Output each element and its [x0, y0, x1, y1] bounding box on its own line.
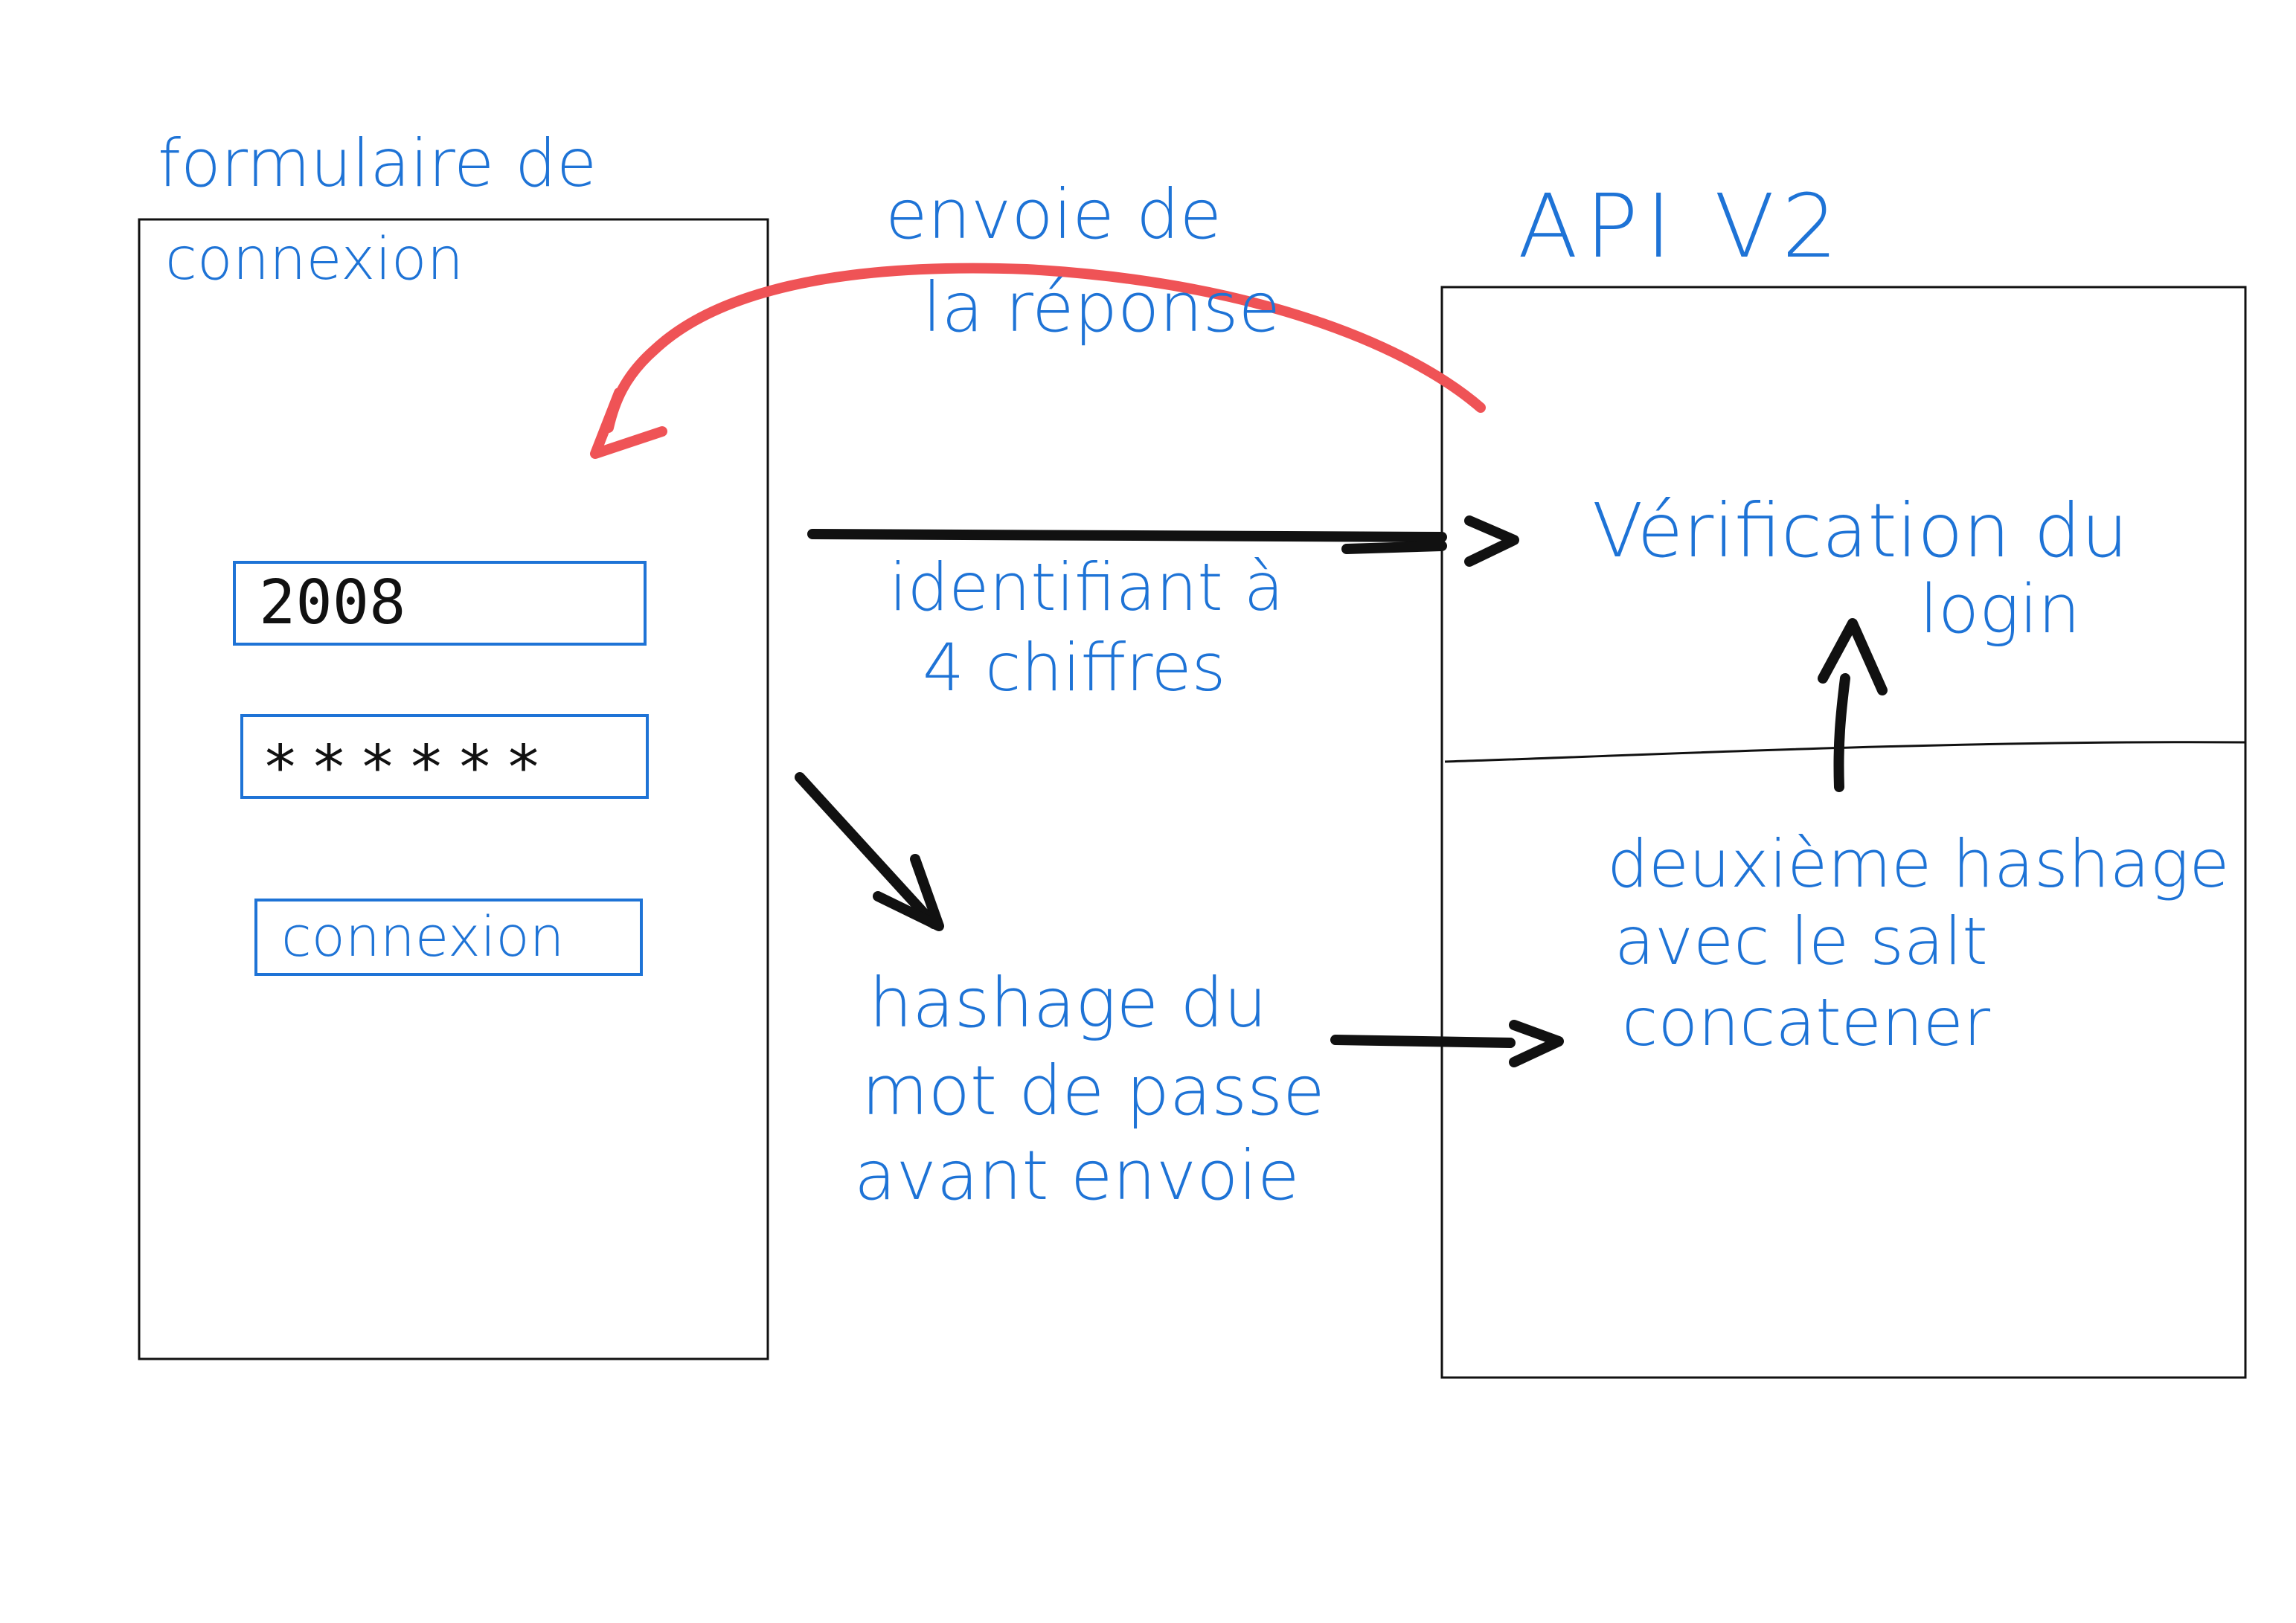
response-arrow [590, 263, 1486, 459]
verification-label-line2: login [1920, 571, 2080, 649]
identifier-label-line2: 4 chiffres [923, 629, 1225, 706]
id-field[interactable]: 2008 [233, 561, 647, 646]
api-box [1440, 286, 2247, 1379]
second-hash-label-line3: concatener [1622, 984, 1991, 1061]
password-field[interactable]: ****** [240, 714, 649, 803]
second-hash-to-verification-arrow [1818, 618, 1888, 792]
id-field-value: 2008 [259, 568, 405, 638]
second-hash-label-line2: avec le salt [1614, 903, 1988, 980]
login-form-box [138, 218, 769, 1360]
form-to-hash-arrow [795, 772, 944, 931]
api-divider [1444, 741, 2246, 763]
identifier-arrow [807, 515, 1519, 567]
connexion-button[interactable]: connexion [254, 899, 643, 976]
hash-label-line2: mot de passe [862, 1051, 1325, 1131]
connexion-button-label: connexion [281, 905, 565, 969]
form-title-line1: formulaire de [158, 125, 597, 202]
second-hash-label-line1: deuxième hashage [1607, 826, 2229, 902]
api-title: API V2 [1518, 175, 1845, 277]
form-title-line2: connexion [165, 226, 464, 293]
password-field-value: ****** [262, 733, 554, 803]
response-label-line1: envoie de [885, 175, 1222, 254]
response-label-line2: la réponse [923, 268, 1280, 347]
hash-label-line3: avant envoie [854, 1136, 1300, 1215]
identifier-label-line1: identifiant à [889, 549, 1284, 626]
hash-to-api-arrow [1330, 1020, 1564, 1067]
hash-label-line1: hashage du [869, 963, 1267, 1043]
verification-label-line1: Vérification du [1592, 487, 2129, 574]
